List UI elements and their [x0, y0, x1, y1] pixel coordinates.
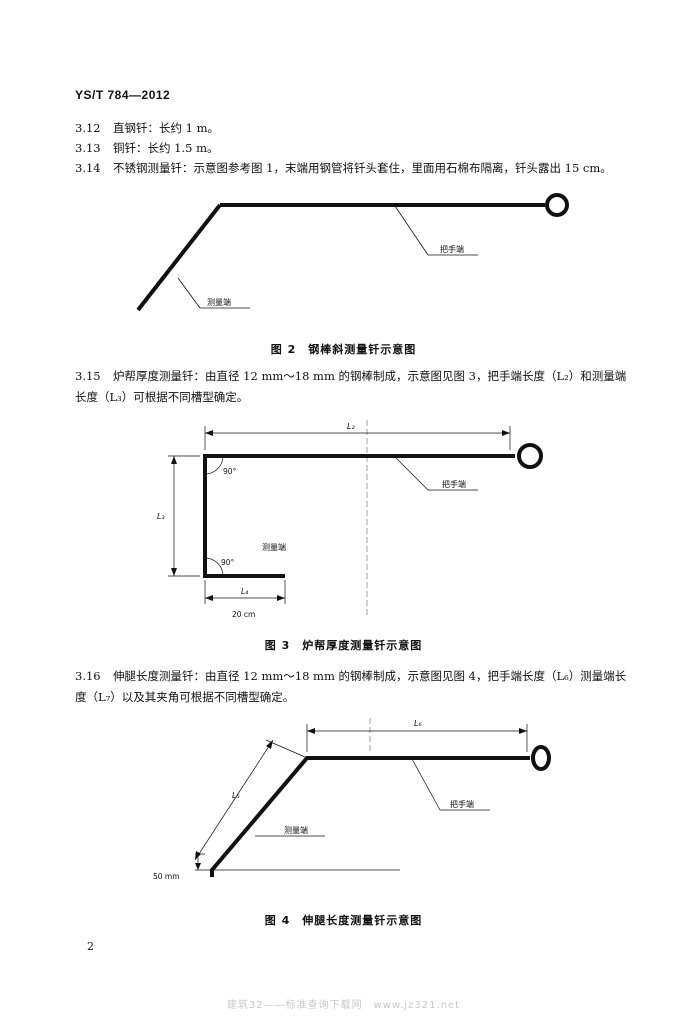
measuring-end-label: 测量端 — [207, 297, 231, 307]
l6-label: L₆ — [414, 719, 422, 728]
handle-leader-line — [394, 205, 429, 256]
arrow-icon — [307, 728, 315, 734]
arrow-icon — [502, 430, 510, 436]
clause-3-12: 3.12 直钢钎：长约 1 m。 — [75, 118, 219, 138]
clause-text: 伸腿长度测量钎：由直径 12 mm～18 mm 的钢棒制成，示意图见图 4，把手… — [75, 669, 627, 704]
steel-rod — [210, 756, 530, 877]
arrow-icon — [205, 595, 213, 601]
angle-bottom-label: 90° — [221, 558, 235, 567]
clause-3-14: 3.14 不锈钢测量钎：示意图参考图 1，末端用钢管将钎头套住，里面用石棉布隔离，… — [75, 158, 612, 178]
handle-end-label: 把手端 — [450, 799, 474, 809]
clause-text: 铜钎：长约 1.5 m。 — [113, 141, 219, 155]
measuring-end-label: 测量端 — [284, 825, 308, 835]
clause-number: 3.12 — [75, 121, 101, 135]
figure-2-diagram: 把手端 测量端 — [136, 193, 569, 312]
angle-arc-top — [204, 455, 224, 475]
offset-label: 50 mm — [153, 872, 180, 881]
measuring-end-rod — [136, 203, 222, 312]
arrow-icon — [171, 568, 177, 576]
measuring-end-label: 测量端 — [262, 542, 286, 552]
arrow-icon — [205, 430, 213, 436]
handle-end-label: 把手端 — [442, 479, 466, 489]
measure-leader-line — [177, 277, 201, 309]
handle-leader-line — [394, 456, 429, 491]
l5-extension-top — [265, 739, 306, 758]
handle-end-label: 把手端 — [440, 244, 464, 254]
l4-label: L₄ — [241, 587, 248, 596]
angle-arc-bottom — [204, 557, 224, 577]
angle-top-label: 90° — [223, 467, 237, 476]
arrow-icon — [195, 863, 201, 870]
source-watermark: 建筑32——标准查询下载网 www.jz321.net — [226, 1000, 461, 1011]
figure-3-caption: 图 3 炉帮厚度测量钎示意图 — [264, 639, 423, 652]
figure-4-diagram: L₆ L₅ 50 mm 把手端 测量端 — [153, 718, 551, 881]
figure-3-diagram: L₂ 90° 90° L₃ L₄ 20 cm 把手端 测量端 — [157, 420, 543, 619]
arrow-icon — [277, 595, 285, 601]
figure-2-caption: 图 2 钢棒斜测量钎示意图 — [270, 343, 417, 356]
clause-number: 3.14 — [75, 161, 101, 175]
l3-label: L₃ — [157, 512, 165, 521]
l2-label: L₂ — [347, 422, 355, 431]
arrow-icon — [266, 740, 273, 749]
standard-header: YS/T 784—2012 — [75, 88, 171, 102]
arrow-icon — [171, 456, 177, 464]
l5-label: L₅ — [232, 791, 240, 800]
steel-rod — [136, 193, 569, 312]
handle-ring — [517, 443, 543, 469]
clause-text: 炉帮厚度测量钎：由直径 12 mm～18 mm 的钢棒制成，示意图见图 3，把手… — [75, 369, 627, 404]
steel-rod — [203, 454, 515, 578]
handle-leader-line — [411, 758, 441, 811]
clause-number: 3.13 — [75, 141, 101, 155]
clause-text: 不锈钢测量钎：示意图参考图 1，末端用钢管将钎头套住，里面用石棉布隔离，钎头露出… — [113, 161, 612, 175]
figure-4-caption: 图 4 伸腿长度测量钎示意图 — [264, 914, 423, 927]
clause-number: 3.16 — [75, 669, 101, 683]
handle-ring — [545, 193, 569, 217]
width-label: 20 cm — [232, 610, 255, 619]
handle-ring — [531, 745, 551, 771]
page-number: 2 — [87, 940, 94, 953]
l5-dimension-line — [194, 739, 274, 861]
clause-number: 3.15 — [75, 369, 101, 383]
clause-3-13: 3.13 铜钎：长约 1.5 m。 — [75, 138, 219, 158]
arrow-icon — [519, 728, 527, 734]
clause-text: 直钢钎：长约 1 m。 — [113, 121, 220, 135]
